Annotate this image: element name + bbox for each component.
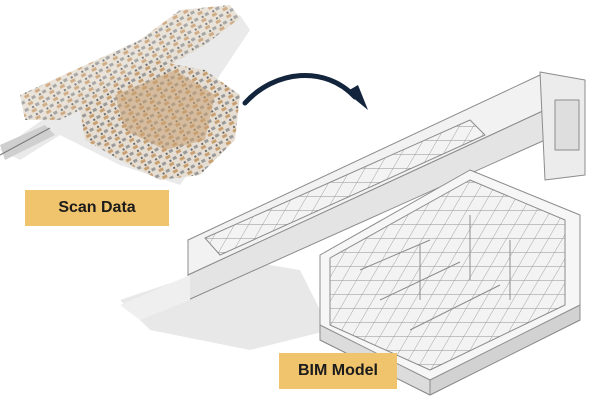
bim-model-label: BIM Model [279, 353, 397, 389]
bim-model-drawing [120, 71, 586, 396]
curved-arrow-icon [242, 73, 368, 110]
scan-data-label: Scan Data [25, 190, 169, 226]
scan-data-pointcloud [0, 5, 250, 185]
